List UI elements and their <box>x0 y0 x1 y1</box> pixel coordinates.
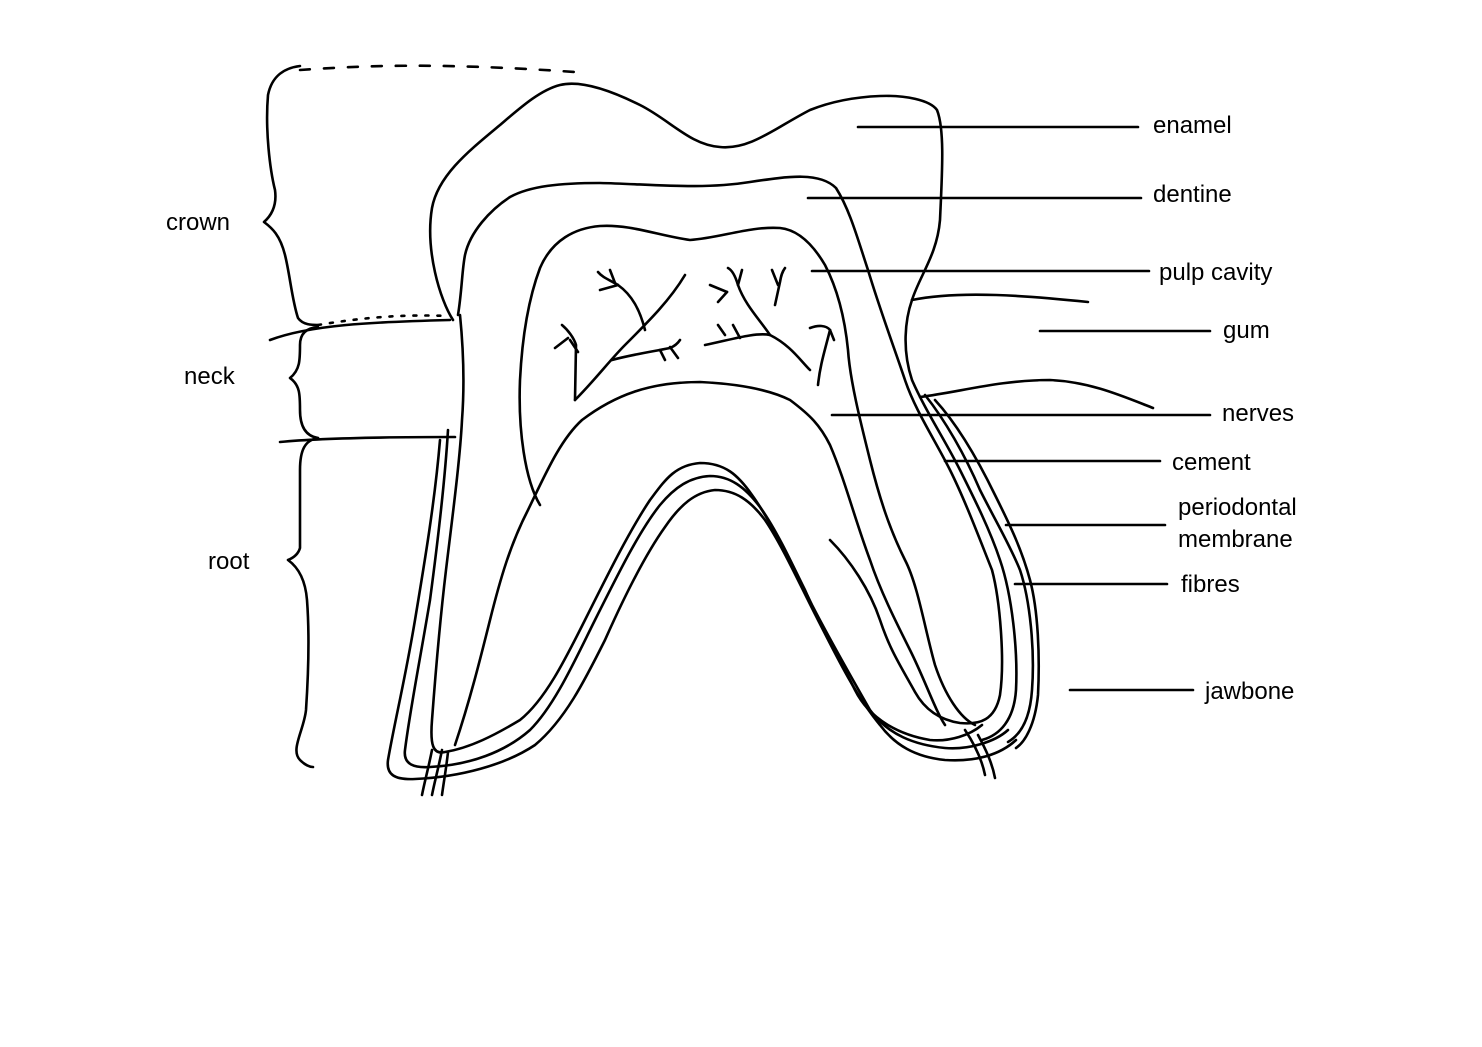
label-pulp-cavity: pulp cavity <box>1159 259 1273 286</box>
nerve-right-upper-twig <box>736 268 744 287</box>
root-left-cement <box>430 313 984 754</box>
nerve-right-arc <box>703 333 812 372</box>
nerve-right-upper2 <box>773 266 787 307</box>
fibre-right-1 <box>963 728 987 777</box>
nerve-right-twig-d <box>731 323 742 340</box>
nerve-branch-left-upper <box>596 270 647 332</box>
gum-right-top <box>910 293 1090 304</box>
label-jawbone: jawbone <box>1205 678 1295 705</box>
nerve-branch-left-low-twig2 <box>553 336 570 350</box>
nerve-branch-mid-twig2 <box>668 345 680 360</box>
gum-left-bottom <box>278 435 457 444</box>
nerve-branch-left-twig2 <box>608 268 617 285</box>
root-right-periodontal <box>923 393 1035 744</box>
nerve-right-twig-f <box>828 328 836 342</box>
nerve-branch-left-low-twig <box>568 338 580 354</box>
nerve-branch-left-low <box>560 323 578 402</box>
fibre-left-3 <box>440 750 450 797</box>
root-right-cement <box>904 298 1018 742</box>
root-right-jawbone <box>933 398 1041 750</box>
nerve-right-twig-a <box>708 283 729 294</box>
crown-neck-dotted-line <box>316 314 450 327</box>
nerve-branch-mid-twig <box>658 348 667 362</box>
fibre-left-2 <box>430 748 444 797</box>
nerve-right-twig-e <box>808 324 832 332</box>
root-brace <box>286 436 320 769</box>
label-periodontal-line2: membrane <box>1178 526 1293 553</box>
label-cement: cement <box>1172 449 1251 476</box>
label-fibres: fibres <box>1181 571 1240 598</box>
label-enamel: enamel <box>1153 112 1232 139</box>
region-label-crown: crown <box>166 209 231 236</box>
label-nerves: nerves <box>1222 400 1295 427</box>
label-periodontal-line1: periodontal <box>1178 494 1297 521</box>
region-label-root: root <box>208 548 250 575</box>
nerve-right-twig-b <box>716 290 729 304</box>
region-label-neck: neck <box>184 363 235 390</box>
nerve-right-twig-c <box>716 323 727 337</box>
label-dentine: dentine <box>1153 181 1232 208</box>
nerve-right-upper2-twig <box>770 268 780 287</box>
gum-right-bottom <box>918 378 1155 410</box>
neck-brace <box>288 325 320 440</box>
enamel-outline <box>428 82 944 322</box>
dentine-outline <box>456 175 1004 725</box>
gum-left-top <box>268 318 452 342</box>
crown-top-dashed-line <box>298 64 577 74</box>
label-gum: gum <box>1223 317 1270 344</box>
fibre-right-2 <box>976 733 997 780</box>
nerve-branch-left-twig1 <box>598 283 620 292</box>
root-canal-left <box>453 380 947 747</box>
nerve-branch-mid <box>610 338 682 362</box>
nerve-main-left <box>573 273 687 402</box>
crown-brace <box>262 64 320 327</box>
root-left-jawbone <box>386 438 1018 781</box>
fibre-left-1 <box>420 748 434 797</box>
pulp-cavity-outline <box>518 224 977 727</box>
nerve-main-right <box>816 328 832 387</box>
root-left-periodontal <box>403 428 1010 769</box>
